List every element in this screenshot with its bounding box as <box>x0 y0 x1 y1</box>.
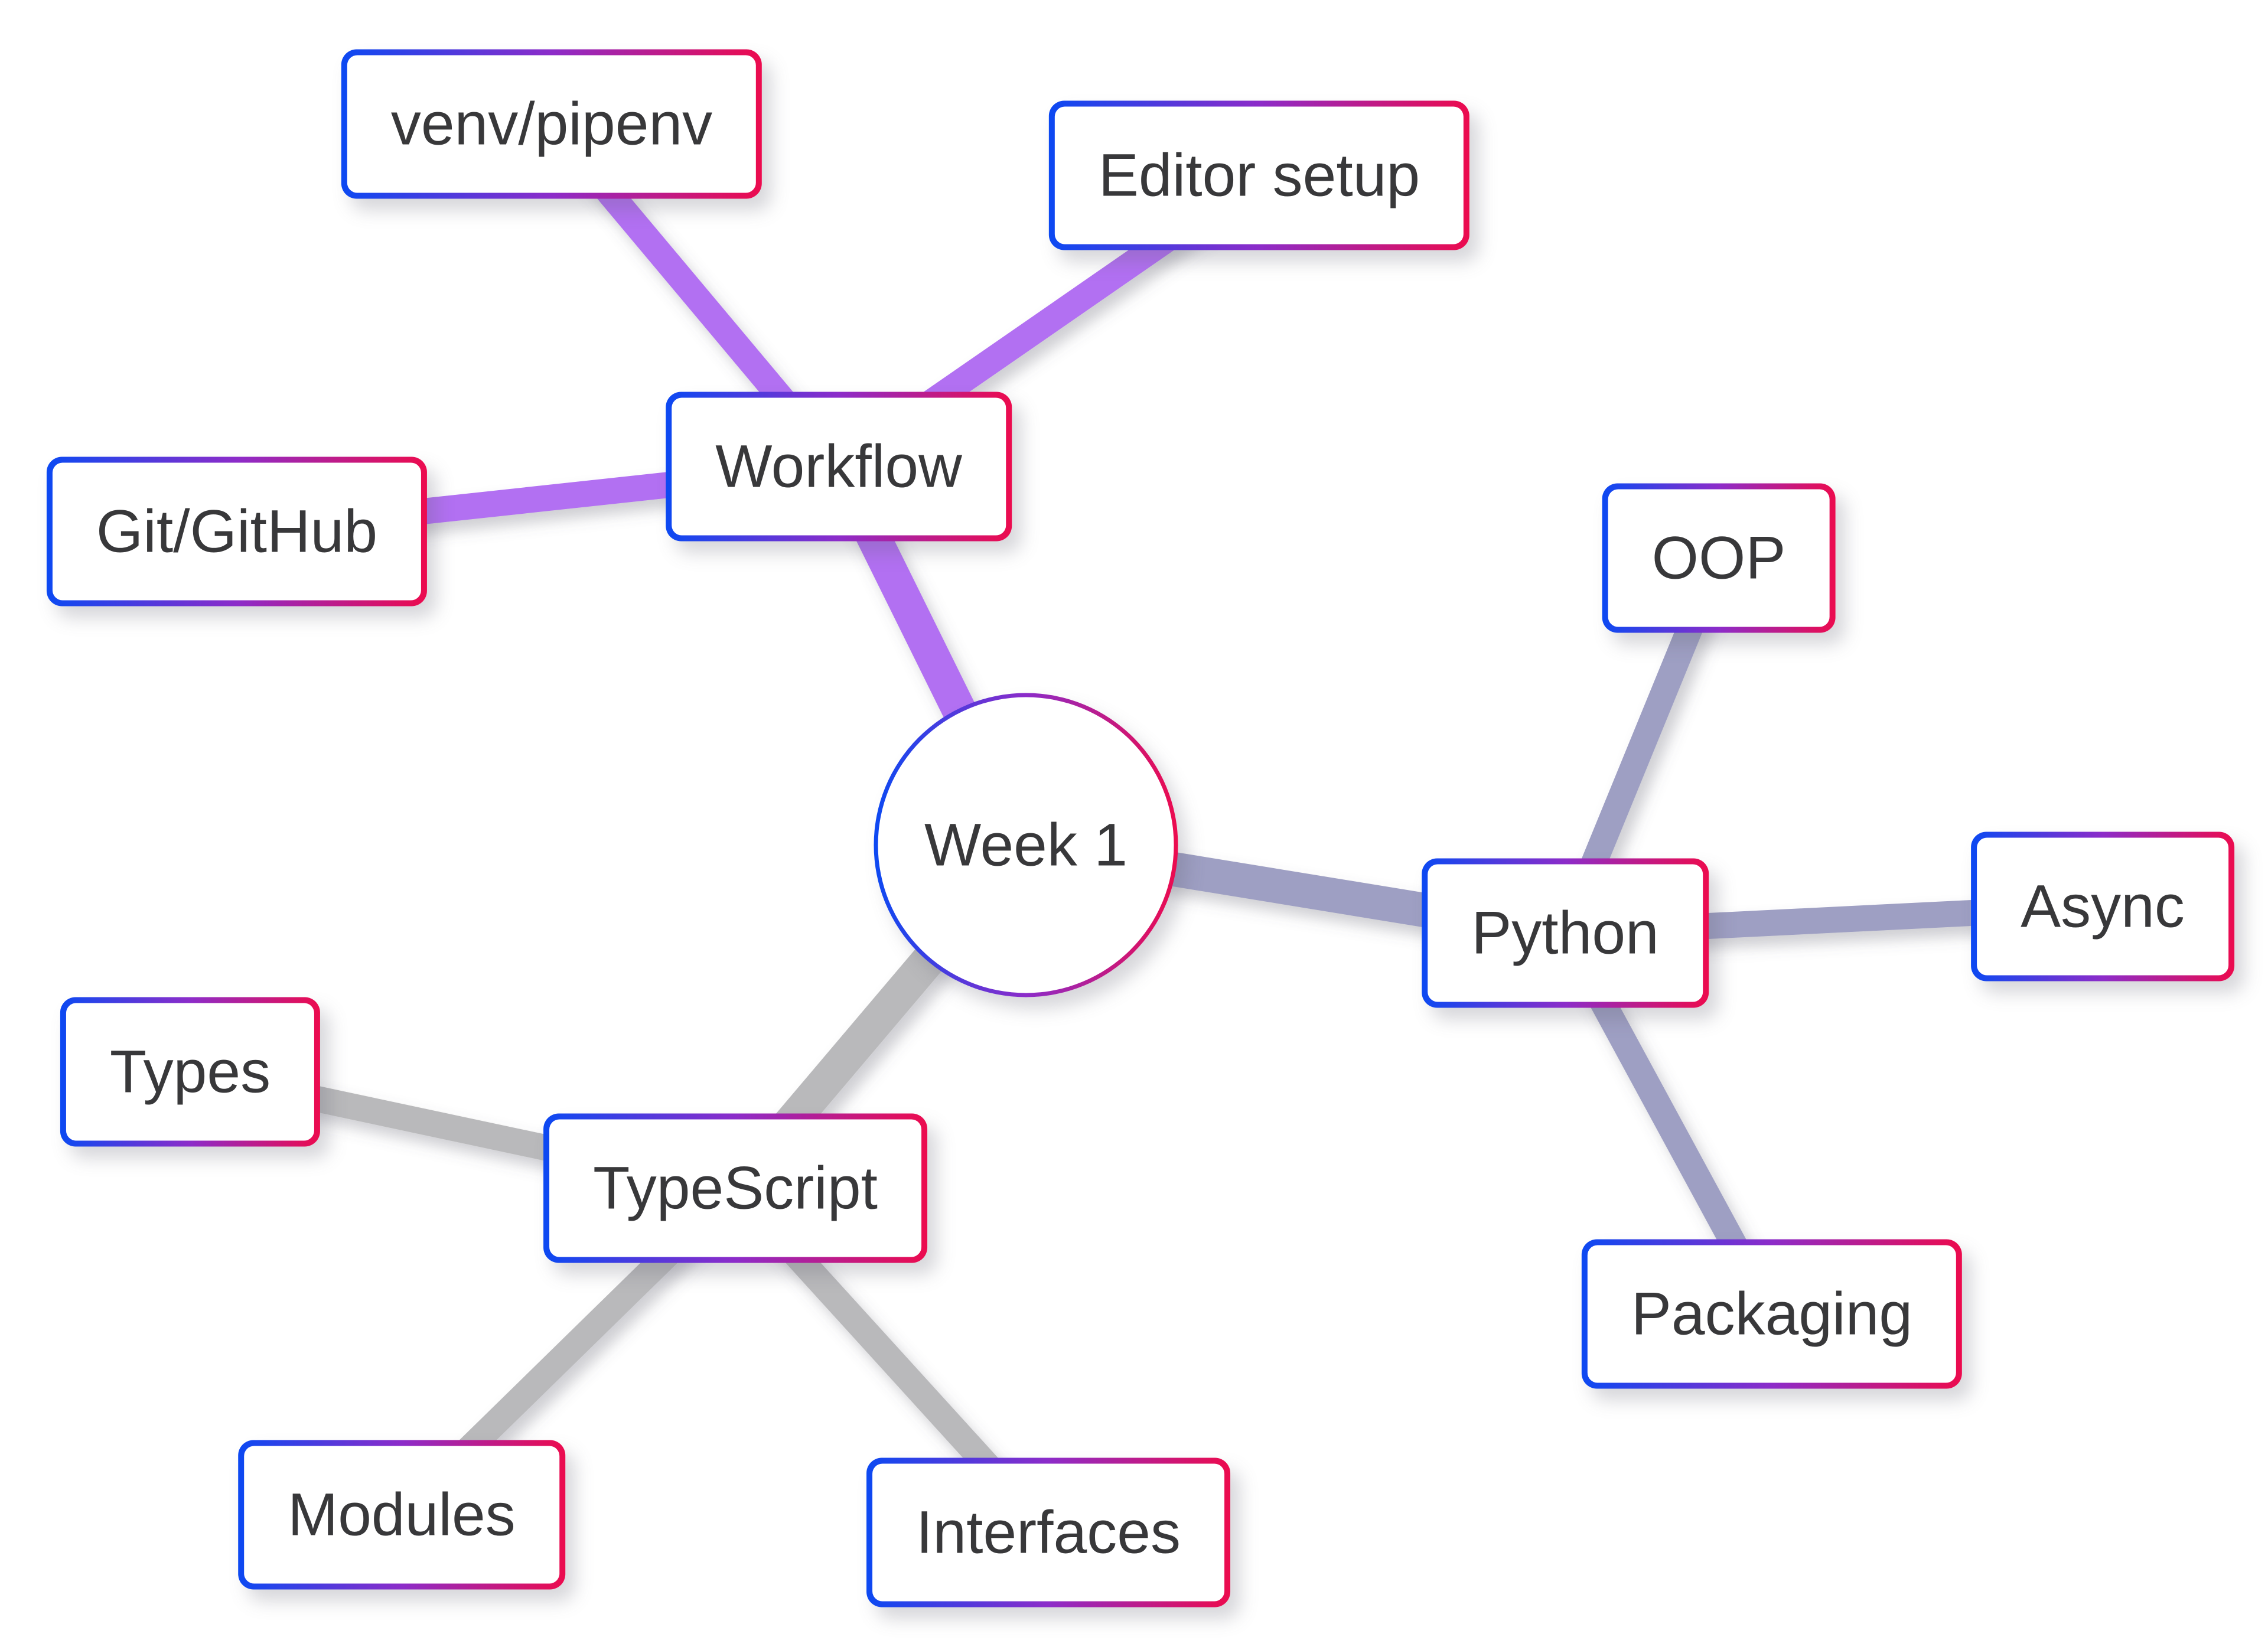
node-async[interactable]: Async <box>1971 831 2234 981</box>
node-packaging-label: Packaging <box>1631 1280 1913 1348</box>
node-venv-pipenv-label: venv/pipenv <box>390 90 713 158</box>
node-editor-setup[interactable]: Editor setup <box>1048 100 1470 250</box>
node-venv-pipenv-body: venv/pipenv <box>347 55 757 193</box>
node-typescript-body: TypeScript <box>549 1119 921 1257</box>
node-modules-label: Modules <box>288 1481 516 1548</box>
node-modules[interactable]: Modules <box>238 1440 565 1590</box>
node-async-label: Async <box>2021 872 2185 940</box>
node-workflow[interactable]: Workflow <box>666 392 1012 542</box>
node-git-github-body: Git/GitHub <box>52 462 422 601</box>
node-git-github-label: Git/GitHub <box>96 497 378 565</box>
node-async-body: Async <box>1977 837 2228 976</box>
node-python[interactable]: Python <box>1422 858 1709 1008</box>
node-packaging[interactable]: Packaging <box>1581 1239 1963 1389</box>
node-types-label: Types <box>109 1038 271 1106</box>
node-oop-label: OOP <box>1651 524 1786 592</box>
node-editor-setup-label: Editor setup <box>1098 141 1420 209</box>
node-types-body: Types <box>66 1003 315 1141</box>
node-interfaces-label: Interfaces <box>916 1498 1181 1566</box>
node-interfaces-body: Interfaces <box>872 1463 1224 1602</box>
node-week-1[interactable]: Week 1 <box>874 693 1178 997</box>
node-python-body: Python <box>1428 864 1703 1002</box>
node-workflow-body: Workflow <box>672 397 1006 536</box>
node-week-1-label: Week 1 <box>924 811 1128 879</box>
node-week-1-body: Week 1 <box>878 697 1174 993</box>
node-workflow-label: Workflow <box>715 432 962 500</box>
node-editor-setup-body: Editor setup <box>1054 106 1464 244</box>
node-oop-body: OOP <box>1608 489 1830 627</box>
node-python-label: Python <box>1471 899 1659 967</box>
node-venv-pipenv[interactable]: venv/pipenv <box>341 49 762 199</box>
node-typescript[interactable]: TypeScript <box>543 1113 927 1263</box>
node-oop[interactable]: OOP <box>1602 483 1836 633</box>
node-git-github[interactable]: Git/GitHub <box>46 456 428 606</box>
node-typescript-label: TypeScript <box>593 1154 878 1222</box>
node-modules-body: Modules <box>244 1446 559 1584</box>
node-interfaces[interactable]: Interfaces <box>866 1457 1230 1607</box>
node-types[interactable]: Types <box>60 997 321 1147</box>
node-packaging-body: Packaging <box>1587 1245 1957 1383</box>
